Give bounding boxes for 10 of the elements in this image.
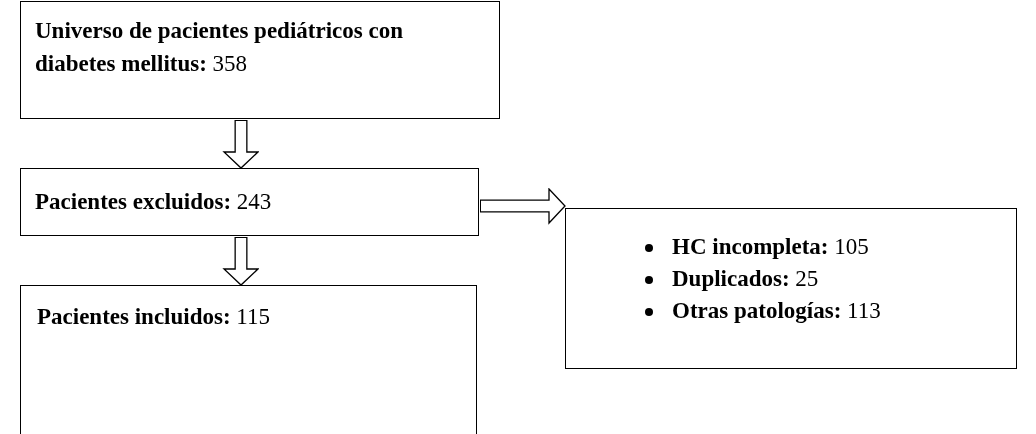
list-item: HC incompleta: 105	[672, 234, 869, 259]
box-text: Universo de pacientes pediátricos con diabetes mellitus: 358	[35, 17, 404, 79]
list-item: Duplicados: 25	[672, 266, 819, 292]
list-item: Otras patologías: 113	[672, 298, 881, 324]
process-box	[565, 208, 1017, 369]
process-box	[20, 285, 477, 434]
process-box	[20, 168, 479, 236]
box-text: Pacientes incluidos: 115	[37, 303, 271, 331]
process-box	[20, 1, 500, 119]
box-text: Pacientes excluidos: 243	[35, 188, 273, 216]
